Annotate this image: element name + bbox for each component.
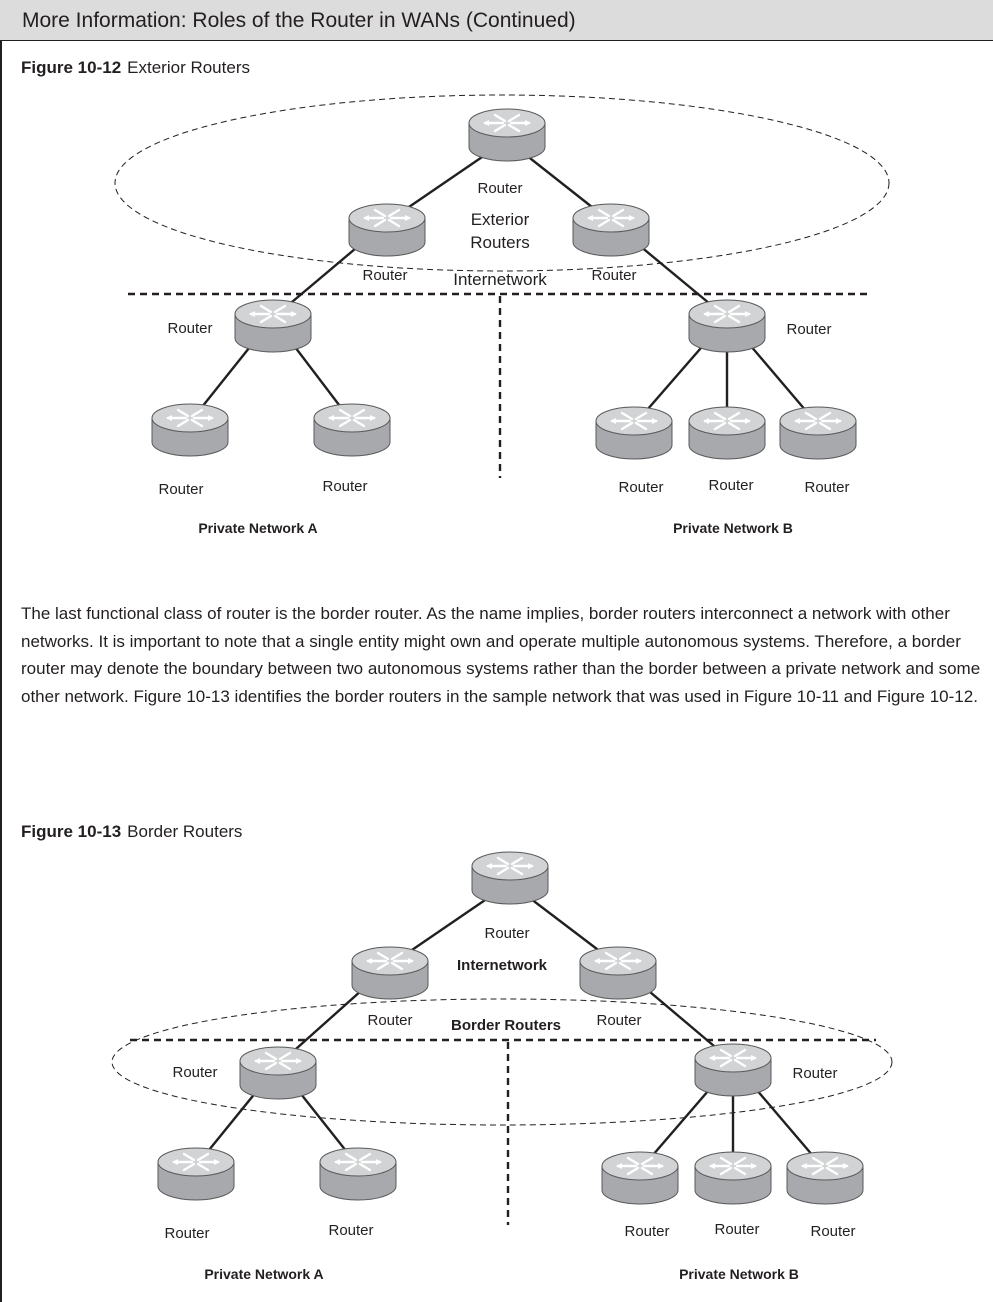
network-a-label: Private Network A <box>204 1266 323 1282</box>
paragraph-text: The last functional class of router is t… <box>21 604 981 706</box>
router-icon <box>233 298 313 354</box>
router-icon <box>150 402 230 458</box>
exterior-routers-diagram: Router Exterior Routers Router Internetw… <box>114 94 890 536</box>
router-icon <box>687 298 767 354</box>
router-icon <box>693 1042 773 1098</box>
figure-title: Exterior Routers <box>127 58 250 77</box>
router-label: Router <box>591 267 636 284</box>
figure-caption-10-12: Figure 10-12 Exterior Routers <box>21 58 250 78</box>
router-icon <box>778 405 858 461</box>
router-label: Router <box>810 1223 855 1240</box>
figure-number: Figure 10-12 <box>21 58 122 77</box>
figure-title: Border Routers <box>127 822 243 841</box>
router-label: Router <box>714 1221 759 1238</box>
internetwork-label: Internetwork <box>453 270 547 289</box>
router-label: Router <box>792 1065 837 1082</box>
router-icon <box>594 405 674 461</box>
router-icon <box>470 850 550 906</box>
router-icon <box>578 945 658 1001</box>
section-header: More Information: Roles of the Router in… <box>0 0 993 41</box>
router-label: Router <box>362 267 407 284</box>
router-label: Router <box>164 1225 209 1242</box>
router-icon <box>571 202 651 258</box>
router-icon <box>600 1150 680 1206</box>
router-icon <box>347 202 427 258</box>
ellipse-label-line2: Routers <box>470 233 530 252</box>
router-icon <box>687 405 767 461</box>
router-icon <box>693 1150 773 1206</box>
left-frame-rule <box>0 0 2 1302</box>
figure-caption-10-13: Figure 10-13 Border Routers <box>21 822 242 842</box>
router-icon <box>156 1146 236 1202</box>
exterior-routers-ellipse <box>114 94 890 272</box>
router-label: Router <box>367 1012 412 1029</box>
router-label: Router <box>484 925 529 942</box>
network-b-label: Private Network B <box>673 520 793 536</box>
router-label: Router <box>477 180 522 197</box>
header-title: More Information: Roles of the Router in… <box>22 9 576 32</box>
router-icon <box>467 107 547 163</box>
router-label: Router <box>804 479 849 496</box>
router-icon <box>312 402 392 458</box>
network-a-label: Private Network A <box>198 520 317 536</box>
figure-number: Figure 10-13 <box>21 822 122 841</box>
internetwork-label: Internetwork <box>457 957 548 974</box>
router-label: Router <box>172 1064 217 1081</box>
router-label: Router <box>167 320 212 337</box>
router-label: Router <box>708 477 753 494</box>
router-icon <box>238 1045 318 1101</box>
body-paragraph: The last functional class of router is t… <box>21 600 986 710</box>
network-b-label: Private Network B <box>679 1266 799 1282</box>
ellipse-label-line1: Exterior <box>471 210 530 229</box>
router-label: Router <box>618 479 663 496</box>
router-icon <box>350 945 430 1001</box>
router-label: Router <box>322 478 367 495</box>
router-label: Router <box>158 481 203 498</box>
router-icon <box>785 1150 865 1206</box>
border-routers-diagram: Router Internetwork Router Border Router… <box>111 850 893 1282</box>
border-routers-label: Border Routers <box>451 1017 561 1034</box>
router-label: Router <box>596 1012 641 1029</box>
router-label: Router <box>786 321 831 338</box>
router-label: Router <box>624 1223 669 1240</box>
router-icon <box>318 1146 398 1202</box>
router-label: Router <box>328 1222 373 1239</box>
border-routers-ellipse <box>111 998 893 1126</box>
